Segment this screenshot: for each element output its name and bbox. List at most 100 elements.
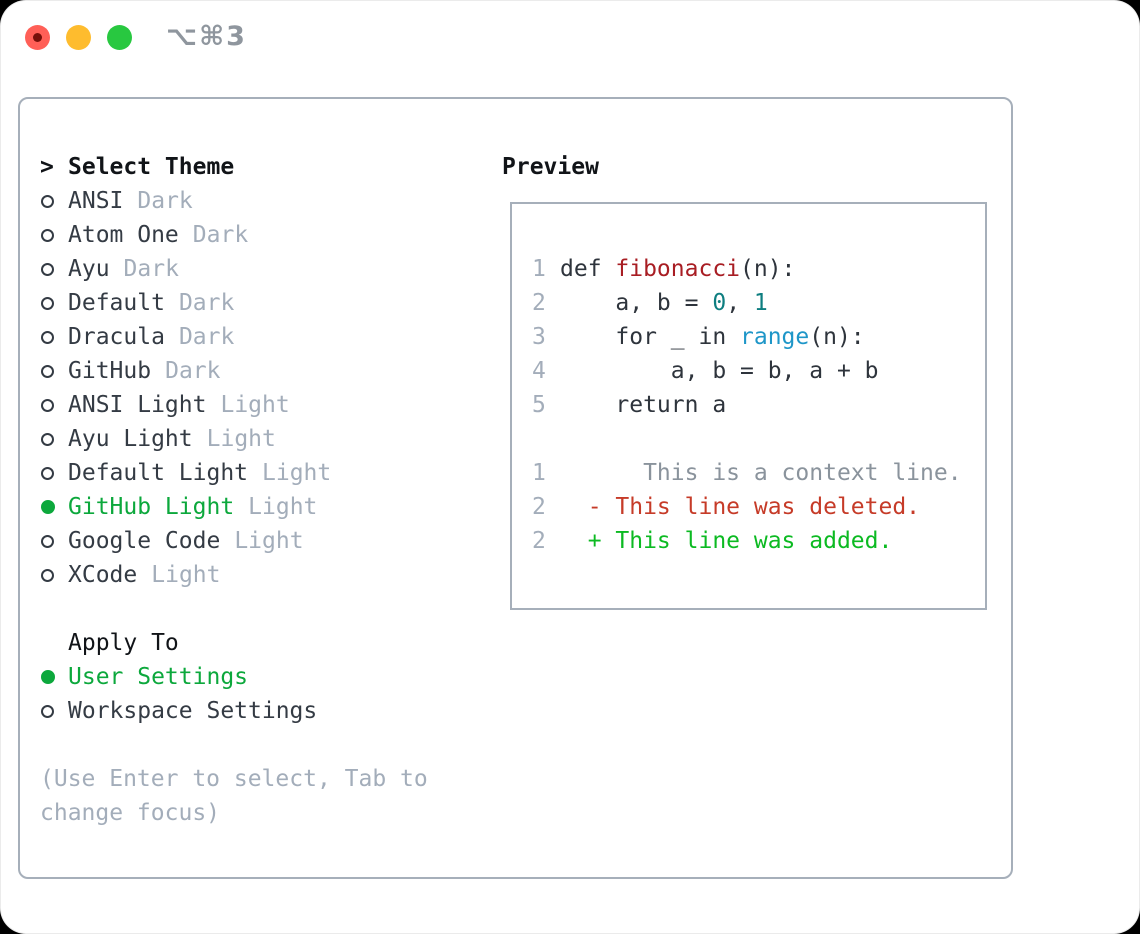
line-number: 1 [532,460,546,486]
code-token-fg: a, b = b, a + b [560,358,879,384]
theme-variant-tag: Light [151,562,221,588]
theme-option-label: Ayu Light [68,426,193,452]
diff-text: + This line was added. [560,524,893,558]
apply-option-label: User Settings [68,664,249,690]
theme-option-label: Atom One [68,222,179,248]
theme-option-default[interactable]: Default Dark [40,286,428,320]
theme-picker-header-row: > Select Theme [40,150,428,184]
code-line: 5 return a [532,388,962,422]
apply-option-user-settings[interactable]: User Settings [40,660,428,694]
line-number: 2 [532,528,546,554]
preview-title: Preview [502,154,599,180]
radio-icon [41,228,54,242]
diff-line: 2 - This line was deleted. [532,490,962,524]
theme-option-label: Ayu [68,256,110,282]
radio-cell [40,694,68,728]
help-text-line-2: change focus) [40,800,221,826]
code-token-context: This is a context line. [560,460,962,486]
line-number: 2 [532,494,546,520]
diff-text: This is a context line. [560,456,962,490]
theme-option-ayu-light[interactable]: Ayu Light Light [40,422,428,456]
code-text: a, b = b, a + b [560,354,879,388]
theme-variant-tag: Light [262,460,332,486]
radio-cell [40,456,68,490]
theme-option-label: XCode [68,562,138,588]
theme-option-ayu[interactable]: Ayu Dark [40,252,428,286]
theme-option-label: GitHub [68,358,152,384]
radio-cell [40,286,68,320]
radio-selected-icon [41,500,55,514]
code-line: 2 a, b = 0, 1 [532,286,962,320]
theme-variant-tag: Dark [192,222,249,248]
radio-icon [41,466,54,480]
code-token-fg: return a [560,392,727,418]
code-line: 4 a, b = b, a + b [532,354,962,388]
radio-icon [41,704,54,718]
radio-cell [40,524,68,558]
apply-to-indent [40,626,68,660]
line-number: 5 [532,392,546,418]
theme-variant-tag: Light [206,426,276,452]
gap [532,422,962,456]
code-token-fg: (n): [809,324,865,350]
radio-cell [40,558,68,592]
radio-icon [41,568,54,582]
line-number: 4 [532,358,546,384]
radio-cell [40,320,68,354]
theme-option-label: Dracula [68,324,165,350]
theme-variant-tag: Light [234,528,304,554]
theme-option-xcode[interactable]: XCode Light [40,558,428,592]
diff-text: - This line was deleted. [560,490,920,524]
code-token-num: 0 [712,290,727,316]
code-token-func: fibonacci [615,256,741,282]
radio-cell [40,388,68,422]
code-token-builtin: range [740,324,810,350]
theme-option-default-light[interactable]: Default Light Light [40,456,428,490]
code-token-fg: a, b = [560,290,713,316]
code-token-deleted: - This line was deleted. [560,494,921,520]
theme-option-label: Default Light [68,460,249,486]
minimize-button[interactable] [66,25,91,50]
radio-icon [41,534,54,548]
zoom-button[interactable] [107,25,132,50]
code-token-num: 1 [753,290,768,316]
radio-cell [40,490,68,524]
theme-option-label: Default [68,290,165,316]
gap [40,592,428,626]
radio-selected-icon [41,670,55,684]
preview-box [510,202,987,610]
radio-icon [41,432,54,446]
theme-option-google-code[interactable]: Google Code Light [40,524,428,558]
radio-cell [40,218,68,252]
theme-option-atom-one[interactable]: Atom One Dark [40,218,428,252]
theme-variant-tag: Dark [178,290,235,316]
theme-variant-tag: Dark [123,256,179,282]
line-number: 3 [532,324,546,350]
radio-icon [41,364,54,378]
close-dot-icon [33,33,42,42]
code-token-fg: (n): [740,256,796,282]
code-token-fg: , [726,290,754,316]
code-token-fg: for _ in [560,324,741,350]
line-number: 2 [532,290,546,316]
apply-to-title: Apply To [68,630,179,656]
radio-icon [41,330,54,344]
diff-line: 1 This is a context line. [532,456,962,490]
close-button[interactable] [25,25,50,50]
theme-option-label: Google Code [68,528,221,554]
apply-option-label: Workspace Settings [68,698,318,724]
apply-option-workspace-settings[interactable]: Workspace Settings [40,694,428,728]
theme-option-label: GitHub Light [68,494,235,520]
theme-picker-title: Select Theme [68,154,235,180]
theme-option-label: ANSI Light [68,392,207,418]
radio-cell [40,252,68,286]
